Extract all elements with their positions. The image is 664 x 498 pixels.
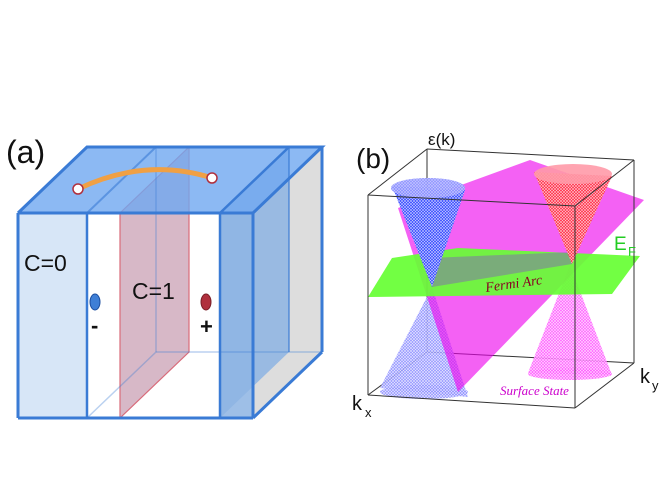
- fermi-arc-curve: [75, 167, 215, 192]
- plus-sign: +: [200, 314, 213, 339]
- panel-b: (b): [352, 130, 659, 420]
- panel-a: (a): [6, 134, 326, 420]
- panel-a-label: (a): [6, 134, 45, 170]
- plus-node-dot: [200, 293, 212, 311]
- middle-plane-label: C=1: [132, 278, 175, 304]
- right-plane-front: [220, 213, 253, 418]
- minus-node-dot: [89, 293, 101, 311]
- minus-sign: -: [91, 313, 98, 338]
- energy-axis-label: ε(k): [428, 130, 455, 149]
- left-plane-label: C=0: [24, 250, 67, 276]
- svg-text:E: E: [614, 234, 627, 255]
- lower-right-cone: [528, 265, 612, 375]
- svg-text:y: y: [652, 378, 659, 393]
- ky-axis-label: k y: [640, 366, 659, 393]
- panel-b-label: (b): [356, 143, 390, 174]
- arc-end-right: [206, 172, 218, 184]
- upper-left-cone: [391, 178, 465, 287]
- kx-axis-label: k x: [352, 393, 372, 420]
- arc-end-left: [72, 183, 84, 195]
- svg-text:x: x: [365, 405, 372, 420]
- lower-left-cone: [380, 287, 468, 397]
- svg-text:F: F: [628, 244, 636, 259]
- axis-box-front: [367, 159, 635, 409]
- surface-state-label: Surface State: [500, 383, 569, 398]
- svg-text:k: k: [352, 393, 363, 415]
- fermi-arc-band: [430, 252, 572, 287]
- lower-right-cone-base: [528, 368, 612, 380]
- svg-text:k: k: [640, 366, 651, 388]
- top-face: [18, 147, 322, 213]
- box-edges: [16, 145, 326, 420]
- left-plane: [18, 213, 87, 418]
- fermi-level-label: E F: [614, 234, 636, 259]
- upper-right-cone: [534, 164, 612, 264]
- lower-left-cone-base: [380, 385, 468, 399]
